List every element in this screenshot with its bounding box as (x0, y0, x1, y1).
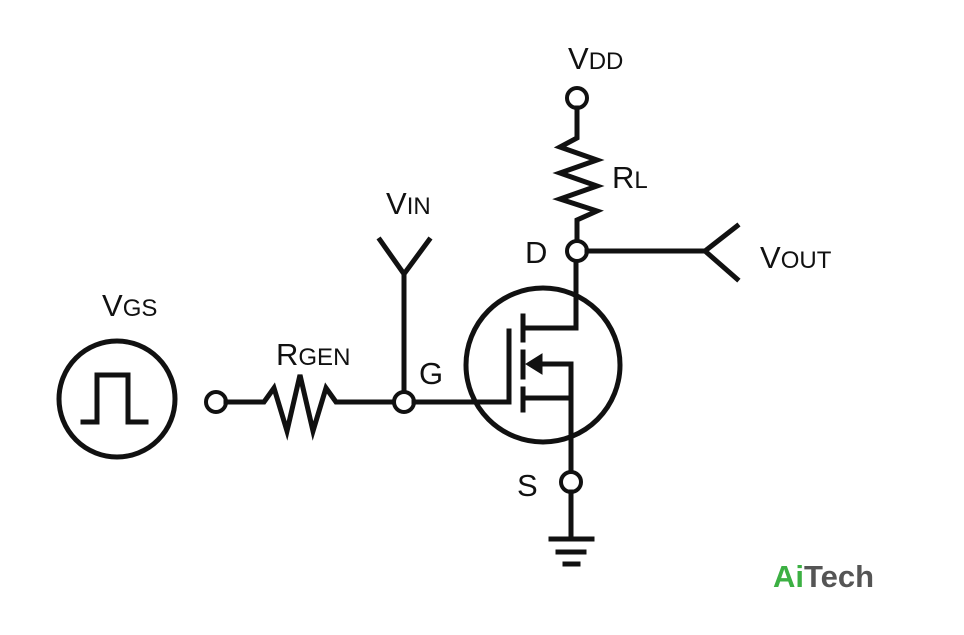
source-label: S (517, 468, 538, 503)
rgen-label: RGEN (276, 337, 350, 372)
logo-part-ai: Ai (773, 559, 804, 594)
vgs-pulse-source (56, 338, 178, 460)
ground-icon (548, 536, 595, 567)
input-terminal (204, 390, 228, 414)
vdd-label: VDD (568, 41, 623, 76)
gate-node (392, 390, 416, 414)
logo-part-tech: Tech (804, 559, 874, 594)
vin-label: VIN (386, 186, 431, 221)
rgen-resistor (249, 374, 351, 441)
drain-node (565, 239, 589, 263)
vin-probe (376, 236, 433, 395)
mosfet (463, 261, 623, 473)
vout-probe (701, 222, 741, 283)
vdd-terminal (565, 86, 589, 110)
source-node (559, 470, 583, 494)
vgs-label: VGS (102, 288, 157, 323)
aitech-logo: AiTech (773, 559, 874, 594)
rl-label: RL (612, 160, 648, 195)
vout-label: VOUT (760, 240, 832, 275)
rl-resistor (552, 123, 605, 243)
drain-label: D (525, 235, 547, 270)
gate-label: G (419, 356, 443, 391)
